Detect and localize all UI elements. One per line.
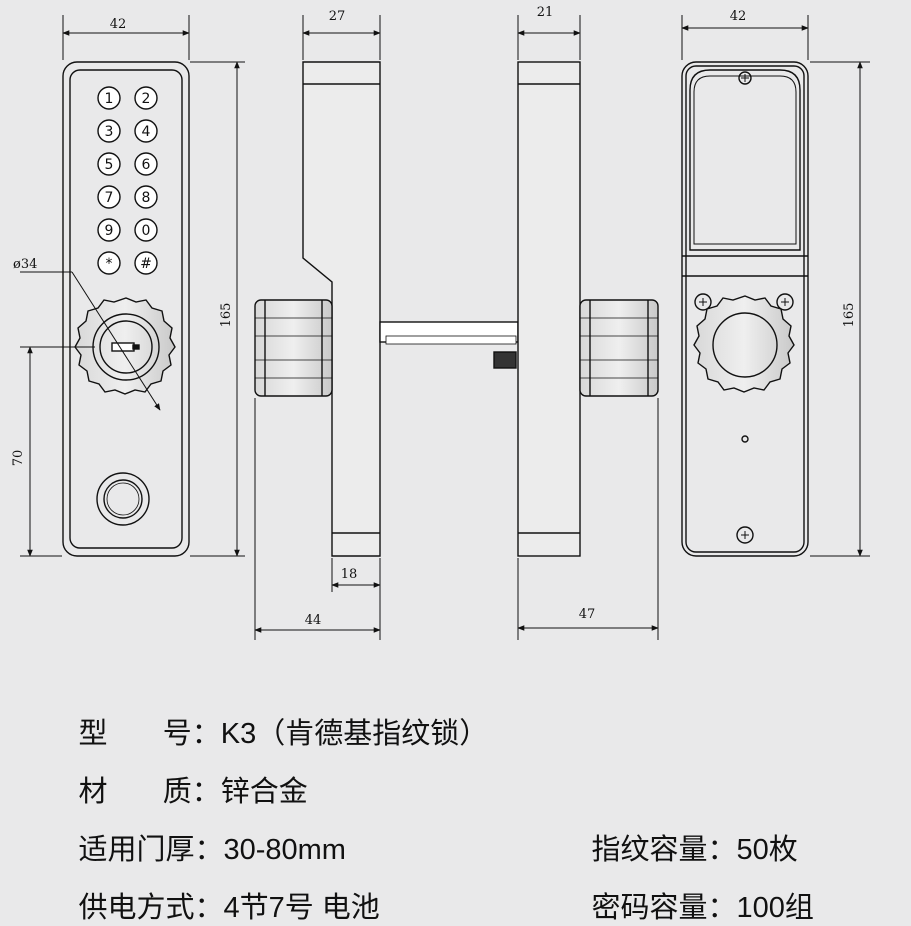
key-label: 8 [142,190,151,206]
side-view-inner [517,61,659,557]
key-label: 6 [142,157,151,173]
screw-left [694,293,712,311]
back-width-label: 42 [730,9,747,24]
back-view [681,61,809,557]
screw-bottom [736,526,754,544]
spec-door-thickness-label: 适用门厚： [78,832,224,866]
key-4[interactable]: 4 [134,119,158,143]
finger-offset-label: 70 [11,450,26,467]
outer-knob-side [254,299,333,397]
key-7[interactable]: 7 [97,185,121,209]
spec-fingerprint-capacity: 指纹容量：50枚 [573,792,798,868]
key-9[interactable]: 9 [97,218,121,242]
key-star[interactable]: * [97,251,121,275]
side-b-top-label: 21 [537,5,554,20]
back-dimension-lines [681,15,870,557]
spec-model-value: K3（肯德基指纹锁） [220,718,489,750]
key-1[interactable]: 1 [97,86,121,110]
side-a-total-label: 44 [305,613,322,628]
inner-knob-side [579,299,659,397]
knob-diameter-label: ø34 [13,257,37,272]
side-a-top-label: 27 [329,9,346,24]
spec-password-capacity: 密码容量：100组 [573,850,814,926]
front-width-label: 42 [110,17,127,32]
spec-password-capacity-label: 密码容量： [591,890,737,924]
spec-material-value: 锌合金 [220,776,308,808]
key-label: 3 [105,124,114,140]
key-label: # [140,256,152,272]
spec-fingerprint-capacity-value: 50枚 [736,834,798,866]
side-view-outer [254,61,519,557]
key-label: 4 [142,124,151,140]
key-8[interactable]: 8 [134,185,158,209]
technical-drawing: 1 2 3 4 5 6 7 8 9 0 * # 42 165 ø34 70 [11,5,870,640]
front-view: 1 2 3 4 5 6 7 8 9 0 * # [20,61,190,557]
spec-door-thickness: 适用门厚：30-80mm [60,792,346,868]
key-5[interactable]: 5 [97,152,121,176]
back-knob [693,295,795,393]
spec-fingerprint-capacity-label: 指纹容量： [591,832,737,866]
back-height-label: 165 [842,303,857,328]
key-0[interactable]: 0 [134,218,158,242]
spec-model: 型 号：K3（肯德基指纹锁） [60,676,488,752]
key-3[interactable]: 3 [97,119,121,143]
spec-power-label: 供电方式： [78,890,224,924]
screw-right [776,293,794,311]
front-height-label: 165 [219,303,234,328]
spec-password-capacity-value: 100组 [736,892,814,924]
fingerprint-sensor [96,472,150,526]
key-label: 9 [105,223,114,239]
front-knob [74,297,176,395]
key-label: 7 [105,190,114,206]
spec-model-label: 型 号： [78,716,221,750]
side-a-dimension-lines [254,15,381,640]
front-dimension-lines [20,15,245,557]
key-label: 2 [142,91,151,107]
key-hash[interactable]: # [134,251,158,275]
spec-power-value: 4节7号 电池 [223,892,380,924]
top-screw [738,71,752,85]
key-label: 0 [142,223,151,239]
side-b-dimension-lines [517,15,659,640]
key-2[interactable]: 2 [134,86,158,110]
key-6[interactable]: 6 [134,152,158,176]
side-a-bottom-label: 18 [341,567,358,582]
side-b-total-label: 47 [579,607,596,622]
key-label: * [106,256,113,272]
spec-door-thickness-value: 30-80mm [223,834,346,866]
key-label: 5 [105,157,114,173]
key-label: 1 [105,91,114,107]
spec-power: 供电方式：4节7号 电池 [60,850,380,926]
keypad: 1 2 3 4 5 6 7 8 9 0 * # [97,86,158,275]
spec-material-label: 材 质： [78,774,221,808]
spec-material: 材 质：锌合金 [60,734,308,810]
